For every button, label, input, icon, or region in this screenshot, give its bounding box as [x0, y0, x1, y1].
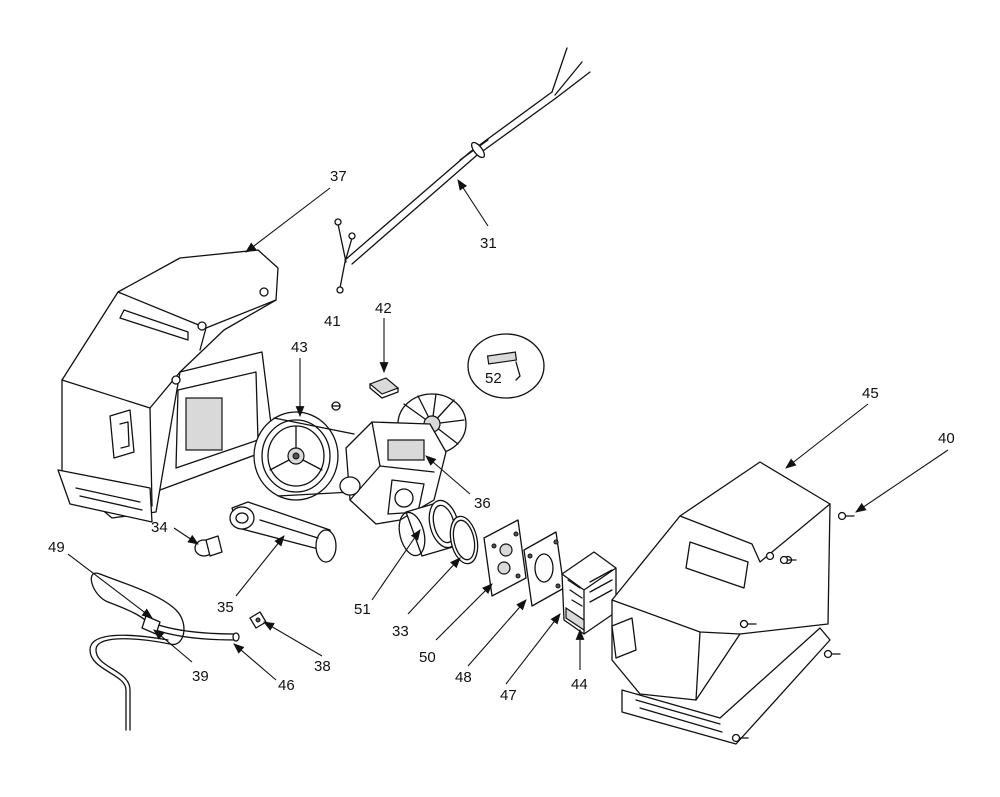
callout-45: 45	[862, 385, 879, 402]
right-shroud	[611, 461, 831, 745]
callout-47: 47	[500, 687, 517, 704]
callout-46: 46	[278, 677, 295, 694]
motor-pump-assembly	[253, 393, 467, 525]
left-shroud	[57, 249, 279, 523]
small-screw	[331, 401, 341, 411]
callout-38: 38	[314, 658, 331, 675]
callout-labels: 31 37 41 42 43 52 45 40 36 34 49 35 51 3…	[48, 168, 955, 704]
callout-31: 31	[480, 235, 497, 252]
callout-44: 44	[571, 676, 588, 693]
leader-lines	[67, 179, 949, 685]
inset-detail	[467, 333, 545, 399]
gasket	[523, 531, 565, 607]
callout-41: 41	[324, 313, 341, 330]
callout-48: 48	[455, 669, 472, 686]
callout-40: 40	[938, 430, 955, 447]
pad	[368, 377, 400, 399]
callout-33: 33	[392, 623, 409, 640]
callout-50: 50	[419, 649, 436, 666]
connecting-rod	[229, 501, 337, 563]
callout-34: 34	[151, 519, 168, 536]
callout-36: 36	[474, 495, 491, 512]
callout-42: 42	[375, 300, 392, 317]
callout-49: 49	[48, 539, 65, 556]
callout-43: 43	[291, 339, 308, 356]
callout-37: 37	[330, 168, 347, 185]
callout-52: 52	[485, 370, 502, 387]
pulley	[253, 411, 339, 501]
valve-plate	[483, 519, 527, 597]
callout-35: 35	[217, 599, 234, 616]
callout-39: 39	[192, 668, 209, 685]
clip	[249, 611, 267, 629]
power-cord	[334, 47, 591, 294]
cylinder-head	[561, 551, 617, 635]
bolt	[194, 535, 223, 557]
callout-51: 51	[354, 601, 371, 618]
o-ring	[449, 515, 479, 565]
tubing	[89, 572, 240, 731]
screws	[731, 511, 855, 743]
